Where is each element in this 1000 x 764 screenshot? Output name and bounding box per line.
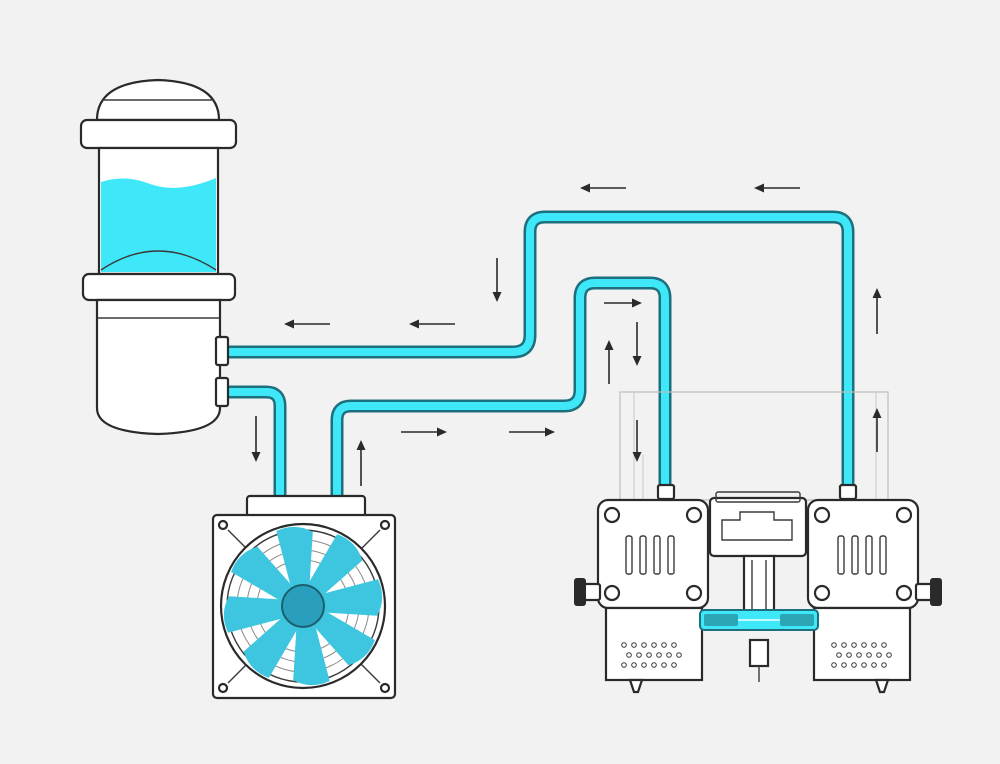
vent-hole xyxy=(626,652,632,658)
fitting-right xyxy=(838,483,858,501)
vent-hole xyxy=(866,652,872,658)
vent-holes-left xyxy=(621,642,682,668)
flow-arrow-down-icon xyxy=(632,420,642,462)
hotend-assembly xyxy=(574,391,942,694)
vent-hole xyxy=(871,642,877,648)
vent-hole xyxy=(876,652,882,658)
fitting-left xyxy=(656,483,676,501)
fan-icon xyxy=(223,526,383,686)
flow-arrow-right-icon xyxy=(401,427,447,437)
vent-hole xyxy=(671,642,677,648)
vent-hole xyxy=(861,642,867,648)
vent-hole xyxy=(851,642,857,648)
radiator-fan xyxy=(211,494,397,700)
fan-blade xyxy=(306,534,363,598)
flow-arrow-left-icon xyxy=(409,319,455,329)
fan-blade xyxy=(231,546,295,603)
flow-arrow-up-icon xyxy=(356,440,366,486)
vent-hole xyxy=(671,662,677,668)
reservoir-water xyxy=(101,178,216,272)
reservoir-port-upper xyxy=(214,335,230,367)
vent-hole xyxy=(666,652,672,658)
vent-hole xyxy=(841,662,847,668)
flow-arrows xyxy=(251,183,882,486)
fan-blade xyxy=(243,614,300,678)
center-shaft xyxy=(742,554,776,614)
vent-holes-right xyxy=(831,642,892,668)
fan-screw xyxy=(379,519,391,531)
tube-fan-to-hotend-outline xyxy=(330,276,672,498)
flow-arrow-right-icon xyxy=(509,427,555,437)
reservoir xyxy=(79,78,238,436)
vent-hole xyxy=(646,652,652,658)
vent-hole xyxy=(831,662,837,668)
vent-hole xyxy=(651,642,657,648)
knob-left-icon xyxy=(574,578,586,606)
reservoir-port-lower xyxy=(214,376,230,408)
fan-blade xyxy=(319,579,383,616)
tube-res-to-fan xyxy=(226,388,284,498)
flow-arrow-up-icon xyxy=(872,408,882,452)
fan-screw xyxy=(217,519,229,531)
vent-hole xyxy=(856,652,862,658)
vent-hole xyxy=(621,642,627,648)
tubing xyxy=(226,210,855,498)
reservoir-pump-body xyxy=(95,298,222,436)
fan-blade xyxy=(223,596,287,633)
fan-screw xyxy=(217,682,229,694)
flow-arrow-left-icon xyxy=(284,319,330,329)
reservoir-cap-ring xyxy=(79,118,238,150)
fan-blade xyxy=(293,622,330,686)
fan-hub xyxy=(281,584,325,628)
flow-arrow-down-icon xyxy=(632,322,642,366)
vent-hole xyxy=(881,642,887,648)
tube-return xyxy=(226,213,852,492)
fan-blade xyxy=(311,609,375,666)
reservoir-base-ring xyxy=(81,272,237,302)
center-nozzle-body xyxy=(748,638,770,668)
flow-arrow-left-icon xyxy=(754,183,800,193)
vent-hole xyxy=(631,642,637,648)
vent-hole xyxy=(661,662,667,668)
knob-right-icon xyxy=(930,578,942,606)
vent-hole xyxy=(641,662,647,668)
flow-arrow-right-icon xyxy=(604,298,642,308)
vent-hole xyxy=(871,662,877,668)
flow-arrow-down-icon xyxy=(492,258,502,302)
vent-hole xyxy=(621,662,627,668)
tube-fan-to-hotend xyxy=(333,279,669,498)
vent-hole xyxy=(676,652,682,658)
vent-hole xyxy=(631,662,637,668)
vent-hole xyxy=(651,662,657,668)
vent-hole xyxy=(831,642,837,648)
vent-hole xyxy=(841,642,847,648)
vent-hole xyxy=(661,642,667,648)
vent-hole xyxy=(846,652,852,658)
flow-arrow-up-icon xyxy=(604,340,614,384)
vent-hole xyxy=(636,652,642,658)
flow-arrow-up-icon xyxy=(872,288,882,334)
vent-hole xyxy=(861,662,867,668)
vent-hole xyxy=(851,662,857,668)
fan-blade xyxy=(276,526,313,590)
flow-arrow-down-icon xyxy=(251,416,261,462)
vent-hole xyxy=(836,652,842,658)
vent-hole xyxy=(656,652,662,658)
hotend-left-heater xyxy=(604,606,704,682)
vent-hole xyxy=(881,662,887,668)
vent-hole xyxy=(641,642,647,648)
fan-screw xyxy=(379,682,391,694)
flow-arrow-left-icon xyxy=(580,183,626,193)
tube-res-to-fan-outline xyxy=(226,385,287,498)
vent-hole xyxy=(886,652,892,658)
